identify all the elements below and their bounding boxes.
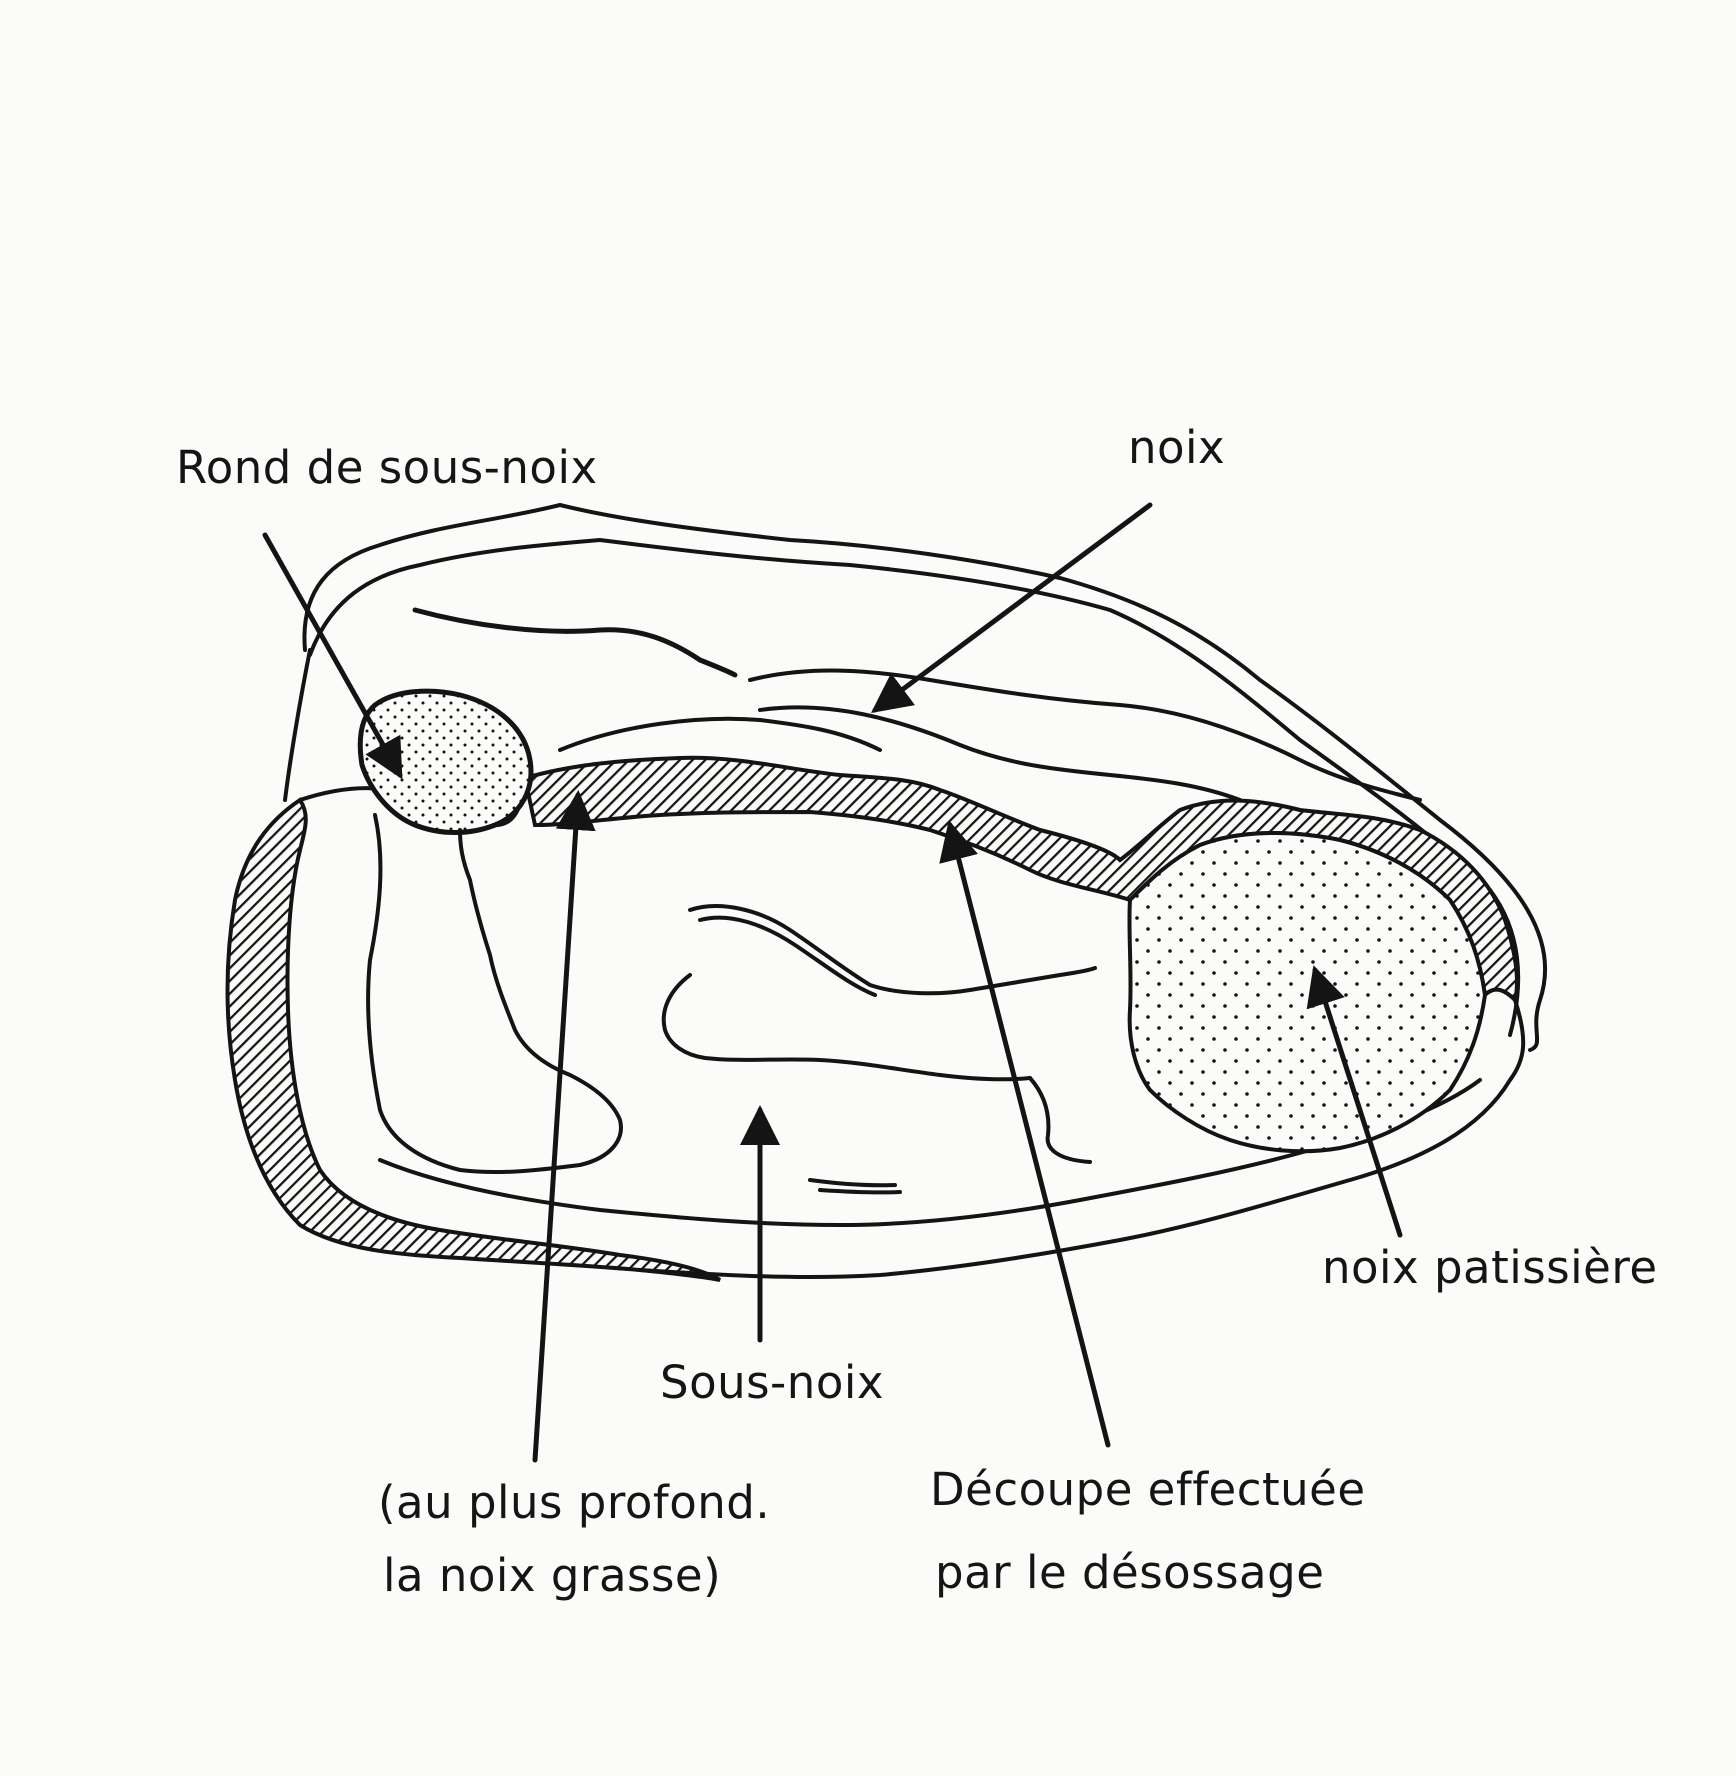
label-decoupe-line1: Découpe effectuée (930, 1463, 1366, 1516)
label-sous-noix: Sous-noix (660, 1356, 884, 1409)
arrow-noix (870, 502, 1153, 713)
sous-noix-contour-bottom (808, 1178, 902, 1195)
sous-noix-contour-inner (688, 904, 1097, 996)
sous-noix-contour-middle (661, 973, 1032, 1082)
label-noix-patissiere: noix patissière (1322, 1241, 1658, 1294)
sous-noix-contour-inner-2 (698, 915, 877, 997)
arrow-rond-de-sous-noix (262, 532, 403, 780)
noix-contour-3 (558, 716, 882, 752)
noix-contour-top (412, 607, 738, 678)
label-noix: noix (1128, 421, 1226, 474)
rond-de-sous-noix-region (357, 688, 534, 835)
arrow-decoupe (939, 820, 1111, 1448)
hatched-band-left (225, 797, 722, 1282)
noix-contour-2 (758, 705, 1242, 802)
label-rond-de-sous-noix: Rond de sous-noix (176, 441, 598, 494)
arrow-noix-grasse (532, 790, 596, 1463)
label-noix-grasse-line2: la noix grasse) (383, 1549, 722, 1602)
label-decoupe-line2: par le désossage (935, 1546, 1325, 1599)
arrow-noix-patissiere (1306, 965, 1403, 1238)
sous-noix-contour-right (1028, 1076, 1092, 1164)
sous-noix-contour-left (366, 813, 623, 1175)
label-noix-grasse-line1: (au plus profond. (378, 1476, 771, 1529)
body-bottom-outline (638, 998, 1526, 1280)
noix-contour-1 (748, 668, 1422, 802)
outer-skin-left (283, 648, 312, 802)
